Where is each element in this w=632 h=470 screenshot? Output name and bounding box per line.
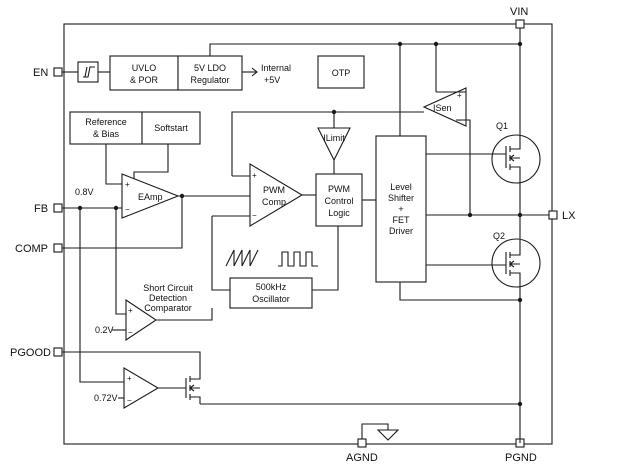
short-circuit-comparator <box>125 298 157 342</box>
pgood-minus: − <box>127 396 132 405</box>
softstart-label: Softstart <box>154 123 188 133</box>
reference-label-1: Reference <box>85 117 127 127</box>
uvlo-label-1: UVLO <box>132 63 157 73</box>
ground-symbol <box>376 429 400 441</box>
scp-label-2: Detection <box>149 293 187 303</box>
pwm-ctrl-label-2: Control <box>324 196 353 206</box>
pin-pgnd-label: PGND <box>505 452 537 464</box>
pgood-ref-label: 0.72V <box>94 393 118 403</box>
isen-plus: + <box>457 91 462 100</box>
eamp-plus: + <box>125 180 130 189</box>
pwm-comp-label-1: PWM <box>263 185 285 195</box>
pwm-ctrl-label-1: PWM <box>328 184 350 194</box>
ldo-label-1: 5V LDO <box>194 63 226 73</box>
level-label-1: Level <box>390 182 412 192</box>
eamp-minus: − <box>125 205 130 214</box>
level-label-3: + <box>398 204 403 214</box>
scp-label-3: Comparator <box>144 303 192 313</box>
internal-5v-label-2: +5V <box>264 75 280 85</box>
schmitt-buffer <box>77 61 99 83</box>
level-shifter-fet-driver <box>375 135 427 283</box>
level-label-4: FET <box>393 215 411 225</box>
ldo-label-2: Regulator <box>190 75 229 85</box>
internal-5v-label-1: Internal <box>261 63 291 73</box>
oscillator-label-1: 500kHz <box>256 282 287 292</box>
pin-vin-label: VIN <box>510 6 528 18</box>
reference-label-2: & Bias <box>93 129 120 139</box>
pin-fb-label: FB <box>34 203 48 215</box>
mosfet-q2: Q2 <box>426 231 541 443</box>
pin-en-label: EN <box>33 67 48 79</box>
level-label-5: Driver <box>389 226 413 236</box>
pin-agnd-label: AGND <box>346 452 378 464</box>
pwm-comp-plus: + <box>252 171 257 180</box>
pin-pgnd: PGND <box>505 438 537 464</box>
pin-comp-label: COMP <box>15 243 48 255</box>
otp-label: OTP <box>332 68 351 78</box>
scp-plus: + <box>128 306 133 315</box>
mosfet-q1: Q1 <box>426 121 541 215</box>
pin-en: EN <box>33 67 63 79</box>
pin-pgood: PGOOD <box>10 347 63 359</box>
isen-amplifier <box>422 87 467 127</box>
oscillator-block <box>229 277 313 309</box>
ilimit-label: ILimit <box>323 133 345 143</box>
error-amplifier <box>121 173 180 219</box>
otp-block <box>317 55 365 89</box>
q1-label: Q1 <box>496 121 508 131</box>
scp-label-1: Short Circuit <box>143 283 193 293</box>
pin-lx: LX <box>548 210 576 222</box>
pin-vin: VIN <box>510 6 528 29</box>
clock-waveform <box>278 251 318 267</box>
pwm-comp-minus: − <box>252 211 257 220</box>
ramp-waveform <box>225 249 259 267</box>
pin-agnd: AGND <box>346 438 378 464</box>
pwm-comp-label-2: Comp <box>262 197 286 207</box>
ic-boundary <box>63 23 553 445</box>
pwm-comparator <box>249 163 304 227</box>
pin-lx-label: LX <box>562 210 576 222</box>
pgood-plus: + <box>127 374 132 383</box>
pin-fb: FB <box>34 203 63 215</box>
pwm-control-logic <box>315 173 363 227</box>
ref-08v-label: 0.8V <box>75 187 94 197</box>
q2-label: Q2 <box>493 231 505 241</box>
eamp-label: EAmp <box>138 192 163 202</box>
scp-minus: − <box>128 328 133 337</box>
pin-comp: COMP <box>15 243 63 255</box>
pgood-comparator <box>123 367 160 409</box>
level-label-2: Shifter <box>388 193 414 203</box>
isen-label: ISen <box>433 103 452 113</box>
scp-ref-label: 0.2V <box>95 325 114 335</box>
pwm-ctrl-label-3: Logic <box>328 208 350 218</box>
ldo-regulator-block <box>177 55 243 91</box>
pin-pgood-label: PGOOD <box>10 347 51 359</box>
softstart-block <box>141 111 201 145</box>
uvlo-label-2: & POR <box>130 75 159 85</box>
pgood-mosfet <box>185 366 201 404</box>
oscillator-label-2: Oscillator <box>252 294 290 304</box>
hysteresis-icon <box>83 66 95 78</box>
uvlo-por-block <box>109 55 179 91</box>
